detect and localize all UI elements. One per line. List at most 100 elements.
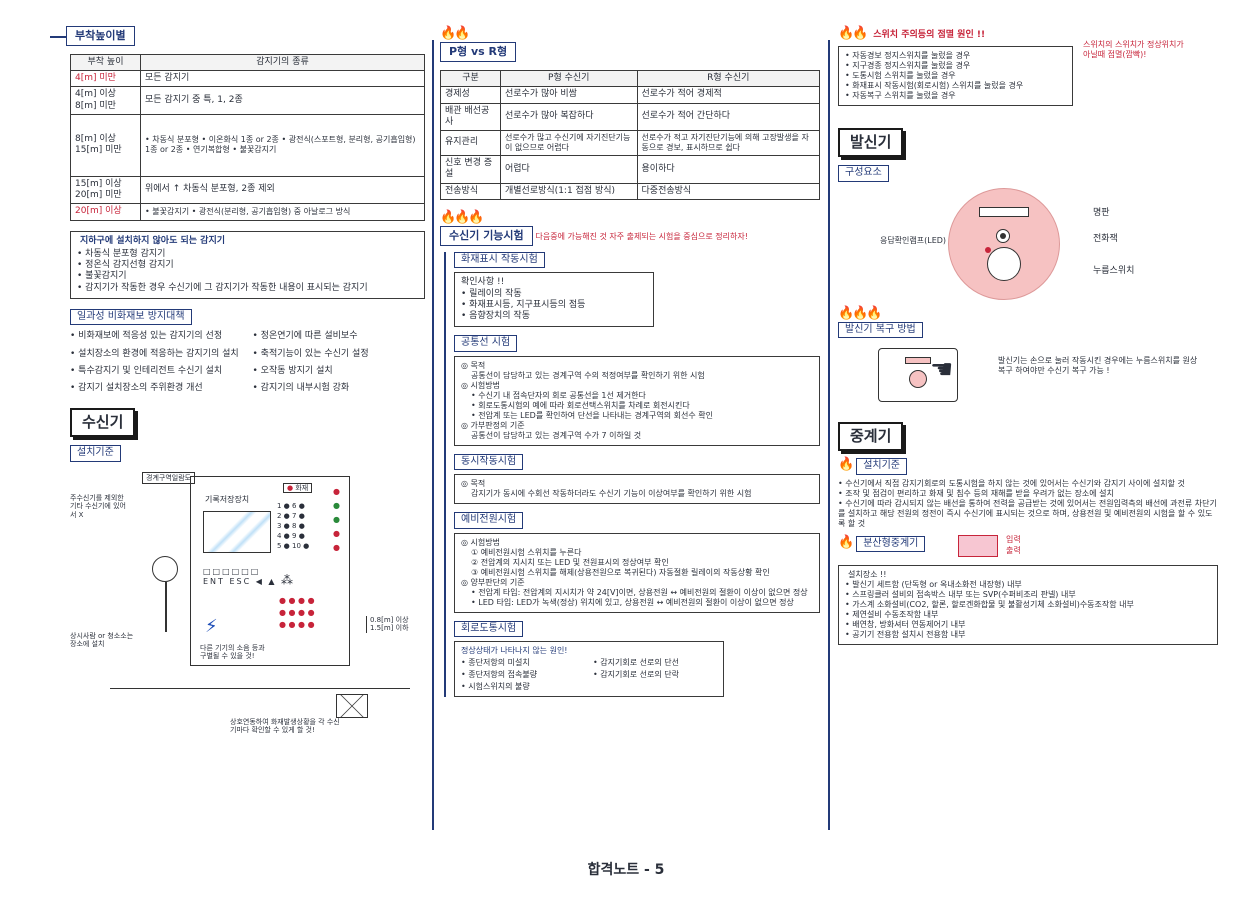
conduct-title: 회로도통시험 — [454, 620, 524, 638]
backup-judge-h: ◎ 양부판단의 기준 — [461, 577, 525, 587]
fire-test-title: 화재표시 작동시험 — [454, 251, 545, 269]
conduct-item: • 시험스위치의 불량 — [461, 682, 530, 692]
led-lamp — [985, 246, 991, 253]
height-row-0-v: 모든 감지기 — [140, 69, 425, 88]
pr-cell: 선로수가 적고 자기진단기능에 의해 고장발생을 자동으로 경보, 표시하므로 … — [636, 130, 821, 156]
prevent-list: • 비화재보에 적응성 있는 감지기의 선정 • 정온연기에 따른 설비보수 •… — [70, 331, 425, 394]
dist-input-label: 입력 — [1006, 534, 1021, 544]
trans-parts-title: 구성요소 — [838, 165, 889, 182]
receiver-title: 수신기 — [70, 408, 136, 437]
nonstorage-item: 정온식 감지선형 감지기 — [77, 260, 418, 271]
flame-icon: 🔥🔥 — [838, 26, 868, 41]
pr-cell: 선로수가 많아 비쌈 — [500, 86, 638, 104]
prevent-item: • 비화재보에 적응성 있는 감지기의 선정 — [70, 331, 223, 342]
test-title: 수신기 기능시험 — [440, 226, 533, 246]
simul-title: 동시작동시험 — [454, 453, 524, 471]
common-method-h: ◎ 시험방법 — [461, 380, 500, 390]
pr-cell: 유지관리 — [440, 130, 501, 156]
pr-cell: 어렵다 — [500, 155, 638, 184]
pr-cell: 용이하다 — [636, 155, 821, 184]
person-note: 상시사람 or 청소소는 장소에 설치 — [70, 631, 134, 649]
height-row-1-v: 모든 감지기 중 특, 1, 2종 — [140, 86, 425, 115]
backup-box: ◎ 시험방법 ① 예비전원시험 스위치를 누른다 ② 전압계의 지시치 또는 L… — [454, 532, 820, 613]
pr-title: P형 vs R형 — [440, 42, 517, 62]
conduct-item: • 종단저항의 접속불량 — [461, 670, 538, 680]
backup-judge: 전압계 타입: 전압계의 지시치가 약 24[V]이면, 상용전원 ↔ 예비전원… — [471, 588, 813, 598]
flame-icon: 🔥🔥🔥 — [838, 305, 883, 321]
prevent-item: • 설치장소의 환경에 적응하는 감지기의 설치 — [70, 348, 239, 359]
height-row-2-v: • 차동식 분포형 • 이온화식 1종 or 2종 • 광전식(스포트형, 분리… — [140, 113, 425, 177]
flame-icon: 🔥🔥🔥 — [440, 209, 485, 225]
install-title: 설치기준 — [70, 445, 121, 462]
prevent-item: • 감지기의 내부시험 강화 — [252, 383, 350, 393]
backup-method: ③ 예비전원시험 스위치를 해제(상용전원으로 복귀된다) 자동절환 릴레이의 … — [471, 567, 770, 577]
fire-test-box: 확인사항 !! 릴레이의 작동 화재표시등, 지구표시등의 점등 음향장치의 작… — [454, 272, 654, 328]
restore-title: 발신기 복구 방법 — [838, 321, 923, 339]
switch-item: 지구경종 정지스위치를 눌렀을 경우 — [845, 61, 1066, 71]
prevent-item: • 축적기능이 있는 수신기 설정 — [252, 348, 369, 359]
nonstorage-item: 차동식 분포형 감지기 — [77, 249, 418, 260]
pr-cell: 선로수가 많고 수신기에 자기진단기능이 없으므로 어렵다 — [500, 130, 638, 156]
nameplate — [979, 206, 1029, 217]
nonstorage-item: 감지기가 작동한 경우 수신기에 그 감지기가 작동한 내용이 표시되는 감지기 — [77, 283, 418, 294]
rel-install-list: 수신기에서 직접 감지기회로의 도통시험을 하지 않는 것에 있어서는 수신기와… — [838, 479, 1218, 529]
flame-icon: 🔥🔥 — [440, 26, 470, 41]
dist-install-item: 발신기 세트함 (단독형 or 옥내소화전 내장형) 내부 — [845, 580, 1211, 590]
transmitter-title: 발신기 — [838, 128, 904, 157]
dist-output-label: 출력 — [1006, 545, 1021, 555]
simul-purpose: 감지기가 동시에 수회선 작동하더라도 수신기 기능이 이상여부를 확인하기 위… — [471, 489, 752, 499]
zone-grid: 1 ● 6 ●2 ● 7 ●3 ● 8 ●4 ● 9 ●5 ● 10 ● — [277, 501, 310, 550]
fire-indicator: ● 화재 — [283, 482, 313, 494]
common-title: 공통선 시험 — [454, 335, 518, 352]
switch-section: 🔥🔥 스위치 주의등의 점멸 원인 !! 자동경보 정지스위치를 눌렀을 경우 … — [838, 26, 1218, 107]
switch-note: 스위치의 스위치가 정상위치가 아닐때 점멸(깜빡)! — [1083, 40, 1184, 59]
pr-cell: 신호 변경 증설 — [440, 155, 501, 184]
conduct-item: • 감지기회로 선로의 단선 — [593, 658, 679, 668]
restore-figure: ☚ 발신기는 손으로 눌러 작동시킨 경우에는 누름스위치를 원상복구 하여야만… — [838, 342, 1218, 412]
receiver-panel: 기록저장장치 ● 화재 1 ● 6 ●2 ● 7 ●3 ● 8 ●4 ● 9 ●… — [190, 475, 350, 666]
height-row-0-h: 4[m] 미만 — [70, 69, 141, 88]
label-push-switch: 누름스위치 — [1093, 265, 1135, 276]
prevent-item: • 감지기 설치장소의 주위환경 개선 — [70, 383, 203, 393]
flame-icon: 🔥 — [838, 534, 854, 550]
figure-left-note: 주수신기를 제외한 기타 수신기에 있어서 X — [70, 493, 126, 520]
rel-install-item: 수신기에 따라 감시되지 않는 배선을 통하여 전력을 공급받는 것에 있어서는… — [838, 499, 1218, 529]
switch-item: 도통시험 스위치를 눌렀을 경우 — [845, 71, 1066, 81]
fire-test-item: 릴레이의 작동 — [461, 289, 647, 300]
common-method: 전압계 또는 LED를 확인하여 단선을 나타내는 경계구역의 회선수 확인 — [471, 411, 813, 421]
pr-cell: 경제성 — [440, 86, 501, 104]
pr-cell: 선로수가 많아 복잡하다 — [500, 102, 638, 131]
lower-lamps: ● ● ● ●● ● ● ●● ● ● ● — [279, 595, 315, 629]
height-note: 0.8[m] 이상 1.5[m] 이하 — [366, 615, 416, 633]
common-method: 수신기 내 접속단자의 회로 공통선을 1선 제거한다 — [471, 391, 813, 401]
button-row: □□□□□□ENT ESC ◀ ▲ — [203, 566, 277, 586]
ground-box — [336, 693, 368, 718]
test-note: 다음중에 가능해진 것 자주 출제되는 시험을 중심으로 정리하자! — [535, 232, 748, 241]
backup-title: 예비전원시험 — [454, 512, 524, 529]
bottom-note: 상호연동하여 화재발생상황을 각 수신기마다 확인할 수 있게 할 것! — [230, 717, 340, 735]
rel-install-item: 수신기에서 직접 감지기회로의 도통시험을 하지 않는 것에 있어서는 수신기와… — [838, 479, 1218, 489]
conduct-item: • 종단저항의 미설치 — [461, 658, 530, 668]
backup-method: ② 전압계의 지시치 또는 LED 및 전원표시의 정상여부 확인 — [471, 557, 669, 567]
test-content: 화재표시 작동시험 확인사항 !! 릴레이의 작동 화재표시등, 지구표시등의 … — [444, 251, 820, 698]
label-led: 응답확인램프(LED) — [879, 235, 947, 245]
simul-box: ◎ 목적 감지기가 동시에 수회선 작동하더라도 수신기 기능이 이상여부를 확… — [454, 474, 820, 505]
height-row-4-v: • 불꽃감지기 • 광전식(분리형, 공기흡입형) 중 아날로그 방식 — [140, 203, 425, 221]
height-row-3-v: 위에서 ↑ 차동식 분포형, 2종 제외 — [140, 175, 425, 205]
backup-judge: LED 타입: LED가 녹색(정상) 위치에 있고, 상용전원 ↔ 예비전원의… — [471, 598, 813, 608]
pr-cell: 선로수가 적어 간단하다 — [636, 102, 821, 131]
rel-install-title: 설치기준 — [856, 458, 907, 475]
relay-title: 중계기 — [838, 422, 904, 451]
height-row-2-h: 8[m] 이상 15[m] 미만 — [70, 113, 141, 177]
pr-cell: 개별선로방식(1:1 접점 방식) — [500, 182, 638, 200]
dist-install-item: 제연설비 수동조작함 내부 — [845, 610, 1211, 620]
height-row-3-h: 15[m] 이상 20[m] 미만 — [70, 175, 141, 205]
push-switch — [987, 246, 1021, 281]
pr-cell: 선로수가 적어 경제적 — [636, 86, 821, 104]
lightning-icon: ⚡ — [205, 615, 218, 637]
switch-box: 자동경보 정지스위치를 눌렀을 경우 지구경종 정지스위치를 눌렀을 경우 도통… — [838, 46, 1073, 107]
height-header-0: 부착 높이 — [70, 53, 141, 72]
dist-diagram — [958, 534, 998, 557]
pr-header-1: P형 수신기 — [500, 69, 638, 88]
